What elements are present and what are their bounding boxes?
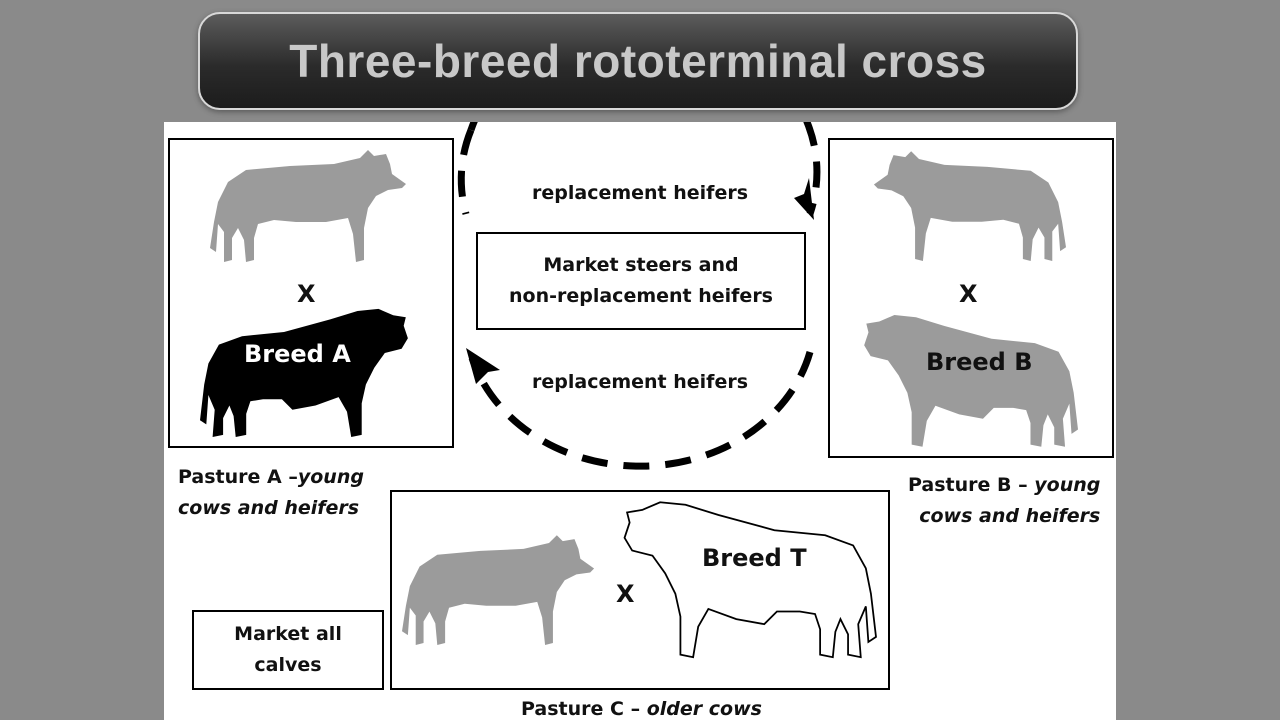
pasture-b-breed-label: Breed B (926, 348, 1033, 376)
pasture-a-caption-italic-1: young (297, 466, 364, 488)
cycle-bottom-arc (466, 348, 814, 470)
pasture-c-bull-outline (623, 501, 877, 659)
center-label-line1: Market steers and (543, 254, 739, 276)
slide-title: Three-breed rototerminal cross (289, 35, 987, 87)
arrowhead-left-icon (466, 348, 500, 384)
pasture-c-caption: Pasture C – older cows (521, 694, 762, 720)
pasture-a-caption-prefix: Pasture A – (178, 466, 298, 488)
bottom-arrow-label: replacement heifers (532, 371, 749, 393)
pasture-a-bull (200, 308, 408, 437)
pasture-a-breed-label: Breed A (244, 340, 351, 368)
pasture-c-cross-symbol: X (616, 580, 635, 608)
pasture-b-cross-symbol: X (959, 280, 978, 308)
pasture-c-caption-prefix: Pasture C – (521, 698, 641, 720)
center-label-line2: non-replacement heifers (509, 285, 773, 307)
diagram-canvas: X Breed A Pasture A –young cows and heif… (164, 122, 1116, 720)
pasture-b-caption-prefix: Pasture B – (908, 474, 1028, 496)
pasture-c-breed-label: Breed T (702, 544, 807, 572)
market-all-line2: calves (254, 654, 322, 676)
pasture-b-caption-italic-1: young (1034, 474, 1101, 496)
pasture-b-cow (873, 151, 1066, 261)
cycle-left-arc-top (457, 128, 475, 215)
market-all-calves-box: Market all calves (192, 610, 384, 690)
pasture-b-bull (864, 315, 1078, 447)
pasture-a-box (168, 138, 454, 448)
pasture-a-cow (210, 150, 406, 262)
pasture-b-caption: Pasture B – young cows and heifers (908, 470, 1100, 532)
pasture-c-cow (402, 535, 595, 645)
top-arrow-label: replacement heifers (532, 182, 749, 204)
pasture-a-caption-italic-2: cows and heifers (178, 497, 360, 519)
pasture-a-cross-symbol: X (297, 280, 316, 308)
cycle-top-arc (467, 122, 821, 220)
rotation-cycle (457, 122, 821, 470)
market-all-line1: Market all (234, 623, 342, 645)
pasture-c-box (390, 490, 890, 690)
market-steers-box: Market steers and non-replacement heifer… (476, 232, 806, 330)
pasture-b-box (828, 138, 1114, 458)
title-banner: Three-breed rototerminal cross (198, 12, 1078, 110)
pasture-a-caption: Pasture A –young cows and heifers (178, 462, 364, 524)
pasture-b-caption-italic-2: cows and heifers (919, 505, 1101, 527)
pasture-c-caption-italic: older cows (646, 698, 762, 720)
arrowhead-right-icon (794, 178, 814, 220)
